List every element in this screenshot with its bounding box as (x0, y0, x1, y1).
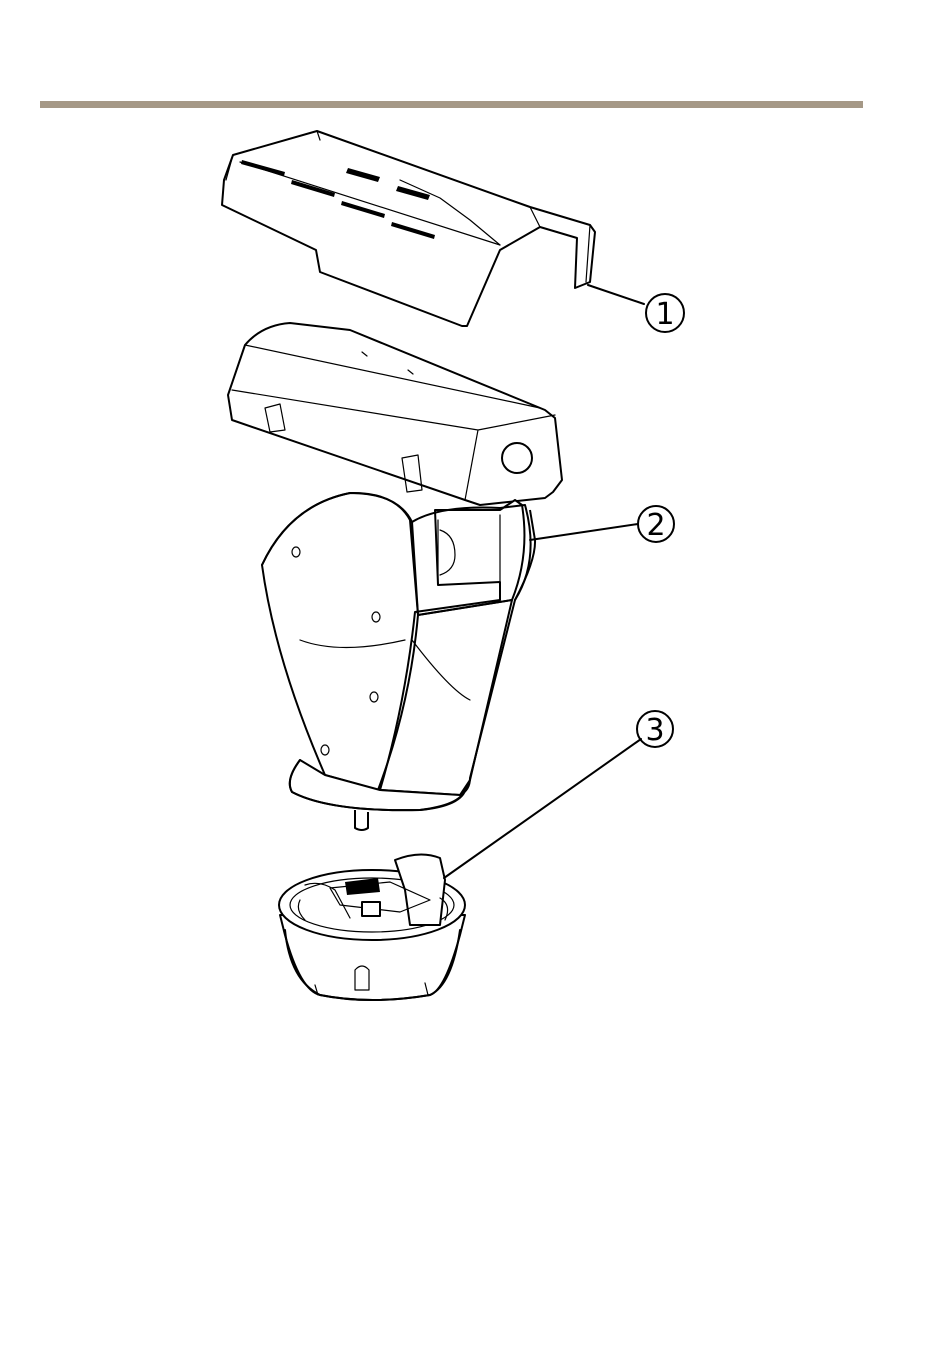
pan-tilt-head (262, 493, 535, 830)
callout-2: 2 (530, 506, 674, 543)
callout-3-label: 3 (645, 713, 664, 748)
sunshield (222, 131, 595, 326)
camera-housing (228, 323, 562, 505)
callout-1-label: 1 (655, 297, 674, 332)
callout-1: 1 (588, 285, 684, 332)
callout-2-label: 2 (646, 508, 665, 543)
mount-base (279, 854, 465, 1000)
